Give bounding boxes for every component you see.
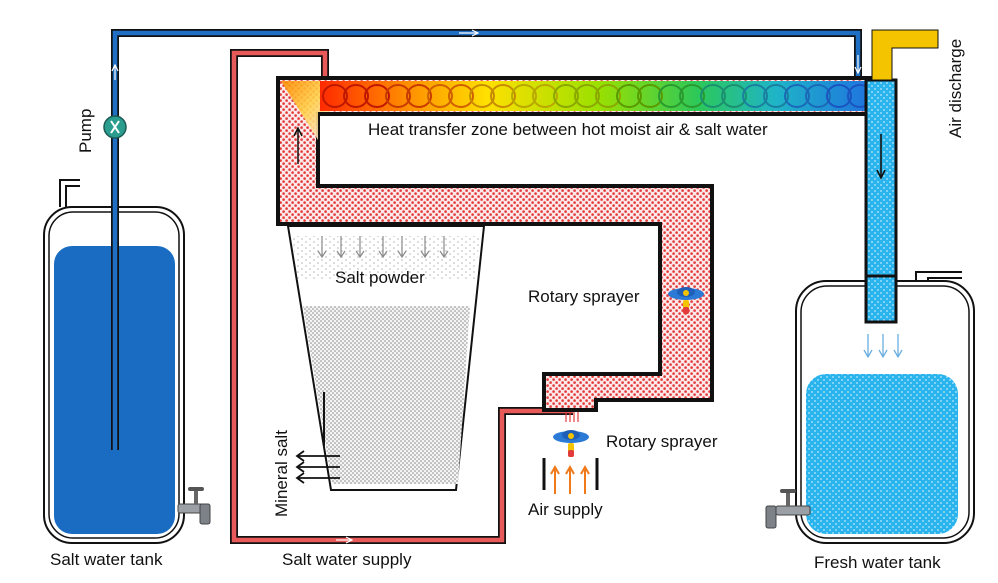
mineral-salt-label: Mineral salt	[272, 430, 291, 517]
coil-loop	[763, 84, 789, 108]
coil-loop	[553, 84, 579, 108]
salt-hopper	[286, 225, 486, 491]
salt-water-supply-label: Salt water supply	[282, 550, 412, 569]
faucet-icon[interactable]	[765, 489, 811, 529]
coil-loop	[658, 84, 684, 108]
pump-label: Pump	[76, 109, 95, 153]
salt-powder-label: Salt powder	[335, 268, 425, 287]
coil-loop	[511, 84, 537, 108]
coil-loop	[679, 84, 705, 108]
faucet-icon[interactable]	[177, 487, 211, 525]
coil-loop	[343, 84, 369, 108]
mineral-salt-arrows	[295, 450, 340, 484]
coil-loop	[406, 84, 432, 108]
coil-loop	[616, 84, 642, 108]
air-discharge-duct	[871, 29, 939, 81]
coil-loop	[700, 84, 726, 108]
coil-loop	[364, 84, 390, 108]
heat-transfer-zone-label: Heat transfer zone between hot moist air…	[368, 120, 768, 139]
air-supply-inlet	[542, 458, 599, 490]
pump-icon[interactable]	[103, 115, 127, 139]
rotary-sprayer-upper-label: Rotary sprayer	[528, 287, 640, 306]
coil-loop	[721, 84, 747, 108]
air-supply-arrows	[550, 464, 590, 494]
coil-loop	[532, 84, 558, 108]
coil-loop	[784, 84, 810, 108]
salt-water-pipe	[111, 29, 862, 450]
salt-water-tank-label: Salt water tank	[50, 550, 163, 569]
coil-loop	[637, 84, 663, 108]
coil-loop	[469, 84, 495, 108]
coil-loop	[448, 84, 474, 108]
salt-water-supply-pipe	[230, 49, 573, 544]
heat-transfer-coil	[320, 81, 876, 111]
coil-loop	[574, 84, 600, 108]
spray-nozzle	[565, 412, 579, 422]
rotary-sprayer-icon[interactable]	[668, 287, 704, 314]
coil-loop	[742, 84, 768, 108]
fresh-water-tank-label: Fresh water tank	[814, 553, 941, 572]
coil-loop	[805, 84, 831, 108]
coil-loop	[322, 84, 348, 108]
air-supply-label: Air supply	[528, 500, 603, 519]
coil-loop	[595, 84, 621, 108]
air-discharge-label: Air discharge	[946, 39, 965, 138]
coil-loop	[826, 84, 852, 108]
rotary-sprayer-icon[interactable]	[553, 430, 589, 457]
coil-loop	[490, 84, 516, 108]
coil-loop	[427, 84, 453, 108]
fresh-water-tank	[795, 271, 975, 544]
rotary-sprayer-lower-label: Rotary sprayer	[606, 432, 718, 451]
coil-loop	[385, 84, 411, 108]
moist-air-duct	[276, 76, 880, 412]
